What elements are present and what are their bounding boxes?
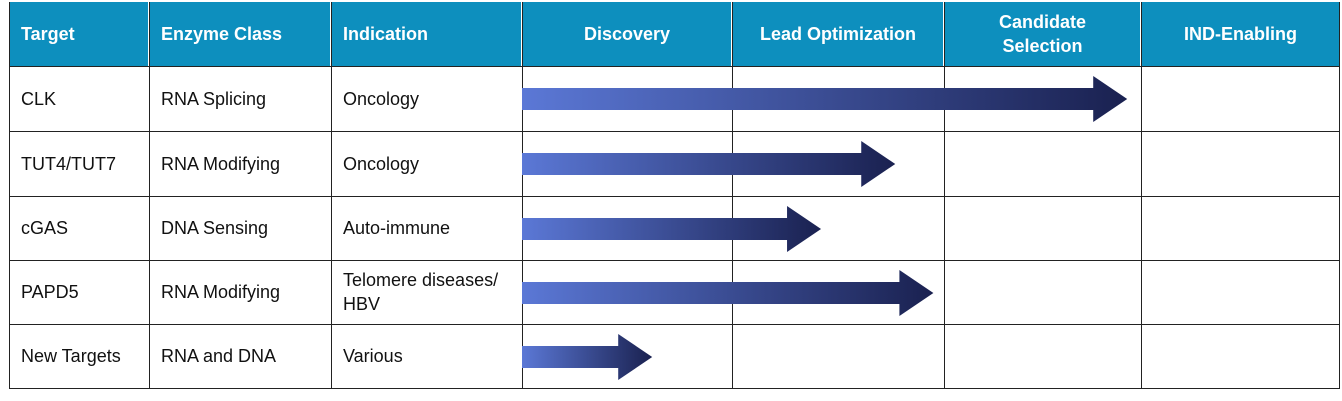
row-target: TUT4/TUT7 <box>21 153 117 174</box>
pipeline-table: Target Enzyme Class Indication Discovery… <box>9 2 1340 396</box>
grid-line <box>9 260 1340 261</box>
progress-arrow <box>522 334 653 380</box>
header-stage-candidate-selection: Candidate Selection <box>944 2 1141 66</box>
grid-line <box>1141 2 1142 389</box>
grid-line <box>522 2 523 389</box>
row-target: CLK <box>21 89 57 109</box>
grid-line <box>9 196 1340 197</box>
grid-line <box>1339 2 1340 389</box>
row-enzyme-class: RNA and DNA <box>161 346 277 366</box>
progress-arrow <box>522 76 1128 122</box>
header-target: Target <box>9 2 149 66</box>
header-stage-ind-enabling: IND-Enabling <box>1141 2 1340 66</box>
header-enzyme-class: Enzyme Class <box>149 2 331 66</box>
progress-arrow <box>522 141 896 187</box>
row-indication: Oncology <box>343 89 420 109</box>
row-enzyme-class: RNA Modifying <box>161 282 281 302</box>
progress-arrow <box>522 206 822 252</box>
row-indication: Oncology <box>343 153 420 174</box>
row-enzyme-class: RNA Splicing <box>161 89 267 109</box>
grid-line <box>9 388 1340 389</box>
row-enzyme-class: RNA Modifying <box>161 153 281 174</box>
row-target: New Targets <box>21 346 121 366</box>
grid-line <box>9 324 1340 325</box>
header-stage-lead-optimization: Lead Optimization <box>732 2 944 66</box>
row-indication: Various <box>343 346 403 366</box>
header-stage-discovery: Discovery <box>522 2 732 66</box>
grid-line <box>149 2 150 389</box>
grid-line <box>9 2 10 389</box>
grid-line <box>9 66 1340 67</box>
row-target: PAPD5 <box>21 282 79 302</box>
header-indication: Indication <box>331 2 522 66</box>
progress-arrow <box>522 270 934 316</box>
row-indication: Telomere diseases/ HBV <box>343 270 499 314</box>
progress-arrows <box>522 76 1128 380</box>
grid-line <box>944 2 945 389</box>
grid-line <box>9 131 1340 132</box>
row-target: cGAS <box>21 218 69 238</box>
grid-line <box>732 2 733 389</box>
row-enzyme-class: DNA Sensing <box>161 218 269 238</box>
grid-line <box>331 2 332 389</box>
row-indication: Auto-immune <box>343 218 451 238</box>
